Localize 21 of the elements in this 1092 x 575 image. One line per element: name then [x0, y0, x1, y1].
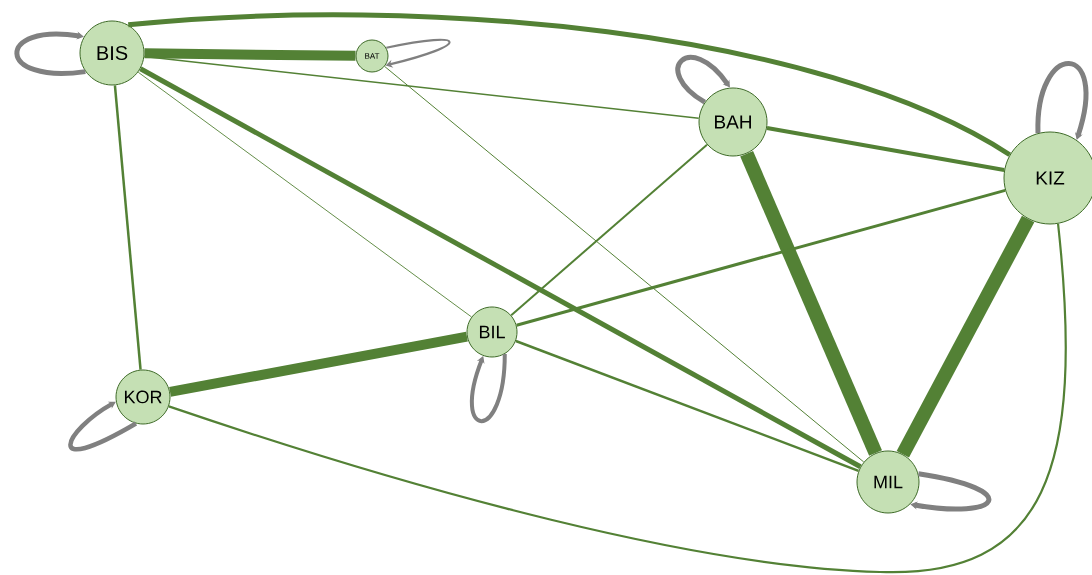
connector-line [515, 339, 859, 472]
connector-line [144, 48, 356, 61]
connector-line [516, 188, 1006, 327]
connector-line [510, 143, 708, 317]
loop-arrow [68, 401, 137, 452]
connector-line [740, 150, 882, 456]
curved-line [128, 12, 1011, 157]
connector-line [384, 66, 865, 463]
loop-arrow [14, 31, 86, 76]
curved-line [168, 223, 1067, 574]
loop-arrow [675, 55, 730, 105]
connector-line [143, 55, 700, 119]
connector-line [113, 85, 142, 370]
loop-arrow [910, 471, 991, 512]
loop-arrow [470, 354, 507, 423]
connector-line [137, 71, 472, 318]
connector-line [896, 215, 1035, 458]
loop-arrow [1035, 61, 1089, 140]
connector-line [766, 126, 1005, 172]
connector-line [169, 331, 468, 397]
connector-line [139, 66, 862, 469]
